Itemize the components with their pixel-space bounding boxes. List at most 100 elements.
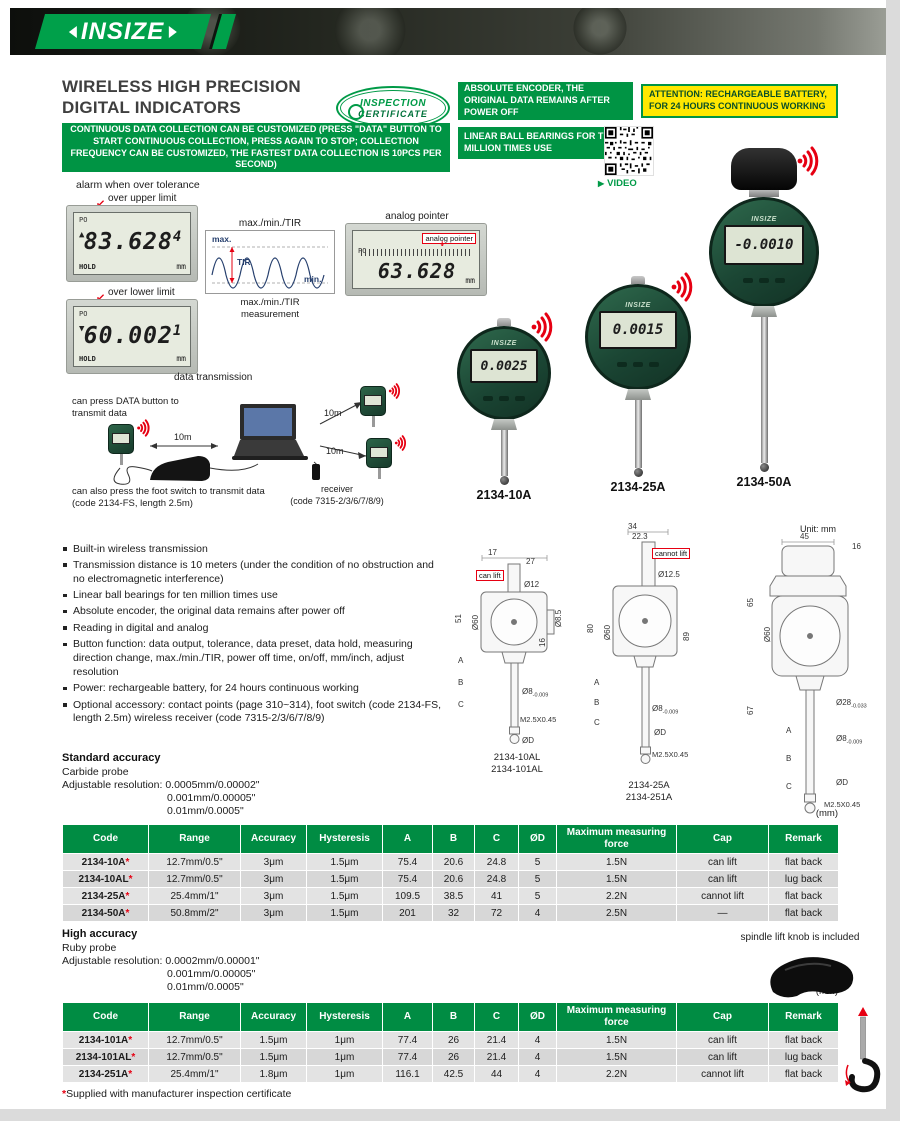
feature-item: Optional accessory: contact points (page… [62,699,447,727]
table-cell: 4 [518,1031,557,1049]
dimension-label: Ø8.5 [554,609,564,628]
maxmin-title: max./min./TIR [238,218,302,229]
continuous-data-badge-text: CONTINUOUS DATA COLLECTION CAN BE CUSTOM… [70,124,442,170]
column-header: B [432,1002,475,1032]
table-cell: 21.4 [474,1031,519,1049]
drawing-caption: 2134-25A [628,780,670,791]
dimension-label: Ø12.5 [658,570,680,579]
lcd-value: 60.0021 [83,323,183,349]
drawing-2134-25A: 34 22.3 cannot lift Ø12.5 80 Ø60 89 A B … [585,522,710,810]
wireless-signal-icon [531,312,553,342]
table-cell: 1.5μm [306,853,383,871]
lower-limit-lcd: PO ▼ 60.0021 HOLD mm [73,306,191,367]
indicator-lcd: -0.0010 [724,225,804,265]
table-unit-note: (mm) [62,986,838,997]
product-model-label: 2134-50A [736,475,792,489]
dimension-label: Ø8-0.009 [836,734,863,746]
product-photo-2134-25A: INSIZE 0.0015 2134-25A [580,272,696,494]
table-cell: 201 [382,904,433,922]
column-header: Maximum measuring force [556,1002,677,1032]
contact-point [759,463,769,472]
brand-name: INSIZE [81,17,165,45]
mini-indicator-screen [364,395,382,406]
high-resolution-2: 0.001mm/0.00005" [167,968,256,980]
standard-resolution-1: Adjustable resolution: 0.0005mm/0.00002" [62,779,260,791]
table-cell: 41 [474,887,519,905]
brand-name: INSIZE [751,216,777,223]
column-header: Remark [768,824,839,854]
upper-limit-arrow-icon: ▲ [79,230,85,240]
table-cell: 116.1 [382,1065,433,1083]
feature-item: Reading in digital and analog [62,622,447,636]
dimension-label: Ø28-0.033 [836,698,867,710]
absolute-encoder-badge: ABSOLUTE ENCODER, THE ORIGINAL DATA REMA… [458,82,633,120]
dimension-label: 65 [745,598,755,607]
dimension-label: 80 [585,624,595,633]
table-cell: 3μm [240,870,307,888]
distance-label: 10m [324,408,342,418]
table-cell: flat back [768,1065,839,1083]
dimension-label: Ø8-0.009 [522,687,549,699]
table-cell: 75.4 [382,870,433,888]
column-header: Code [62,824,149,854]
continuous-data-badge: CONTINUOUS DATA COLLECTION CAN BE CUSTOM… [62,123,450,172]
table-cell: 1.5N [556,870,677,888]
lcd-value: 83.6284 [83,229,183,255]
feature-item: Transmission distance is 10 meters (unde… [62,559,447,587]
table-cell: 24.8 [474,870,519,888]
data-transmission-diagram: data transmission can press DATA button … [62,372,460,524]
table-cell: 25.4mm/1" [148,887,241,905]
wave-diagram [211,246,328,289]
table-cell: 3μm [240,904,307,922]
data-transmission-title: data transmission [174,372,253,383]
foot-switch-note: can also press the foot switch to transm… [72,486,265,509]
dimension-label: 45 [800,532,809,541]
product-model-label: 2134-25A [610,480,666,494]
standard-accuracy-title: Standard accuracy [62,752,161,764]
spindle-cap [497,318,511,326]
maxmin-caption: max./min./TIR measurement [240,297,300,320]
receiver-label: receiver [320,484,353,494]
receiver-code: (code 7315-2/3/6/7/8/9) [290,496,384,506]
drawing-caption: 2134-10AL [493,752,541,763]
table-cell: cannot lift [676,1065,769,1083]
lcd-value: 63.628 [377,259,457,283]
ref-label-b: B [594,698,600,707]
footnote-star: * [62,1088,67,1100]
indicator-buttons [614,354,662,372]
certificate-seal-icon [348,104,364,120]
page-header-banner: INSIZE [10,8,886,55]
ref-label-c: C [594,718,600,727]
table-cell: 32 [432,904,475,922]
table-cell: 20.6 [432,870,475,888]
drawing-outline [480,555,555,744]
high-accuracy-title: High accuracy [62,928,138,940]
dimension-label: 27 [526,557,535,566]
table-cell: 5 [518,870,557,888]
table-cell: 20.6 [432,853,475,871]
indicator-lcd: 0.0015 [599,311,677,349]
red-arrow-icon: ↙ [96,198,106,210]
table-cell: 2.2N [556,1065,677,1083]
drawing-outline [769,539,849,814]
table-cell: 1.5N [556,1031,677,1049]
table-cell: flat back [768,887,839,905]
analog-scale [361,249,471,256]
analog-lcd: analog pointer ↓ PO 63.628 mm [352,230,480,289]
table-cell: 25.4mm/1" [148,1065,241,1083]
table-cell: 26 [432,1048,475,1066]
table-cell: 1μm [306,1031,383,1049]
max-label: max. [212,234,232,244]
dimension-label: 16 [852,542,861,551]
column-header: Range [148,824,241,854]
ref-label-c: C [458,700,464,709]
table-cell: can lift [676,853,769,871]
table-cell: 5 [518,853,557,871]
code-cell: 2134-50A* [62,904,149,922]
certificate-line2: CERTIFICATE [358,109,428,119]
thread-label: M2.5X0.45 [824,800,861,809]
footnote-text: Supplied with manufacturer inspection ce… [66,1088,292,1100]
transmission-lines [113,401,367,485]
